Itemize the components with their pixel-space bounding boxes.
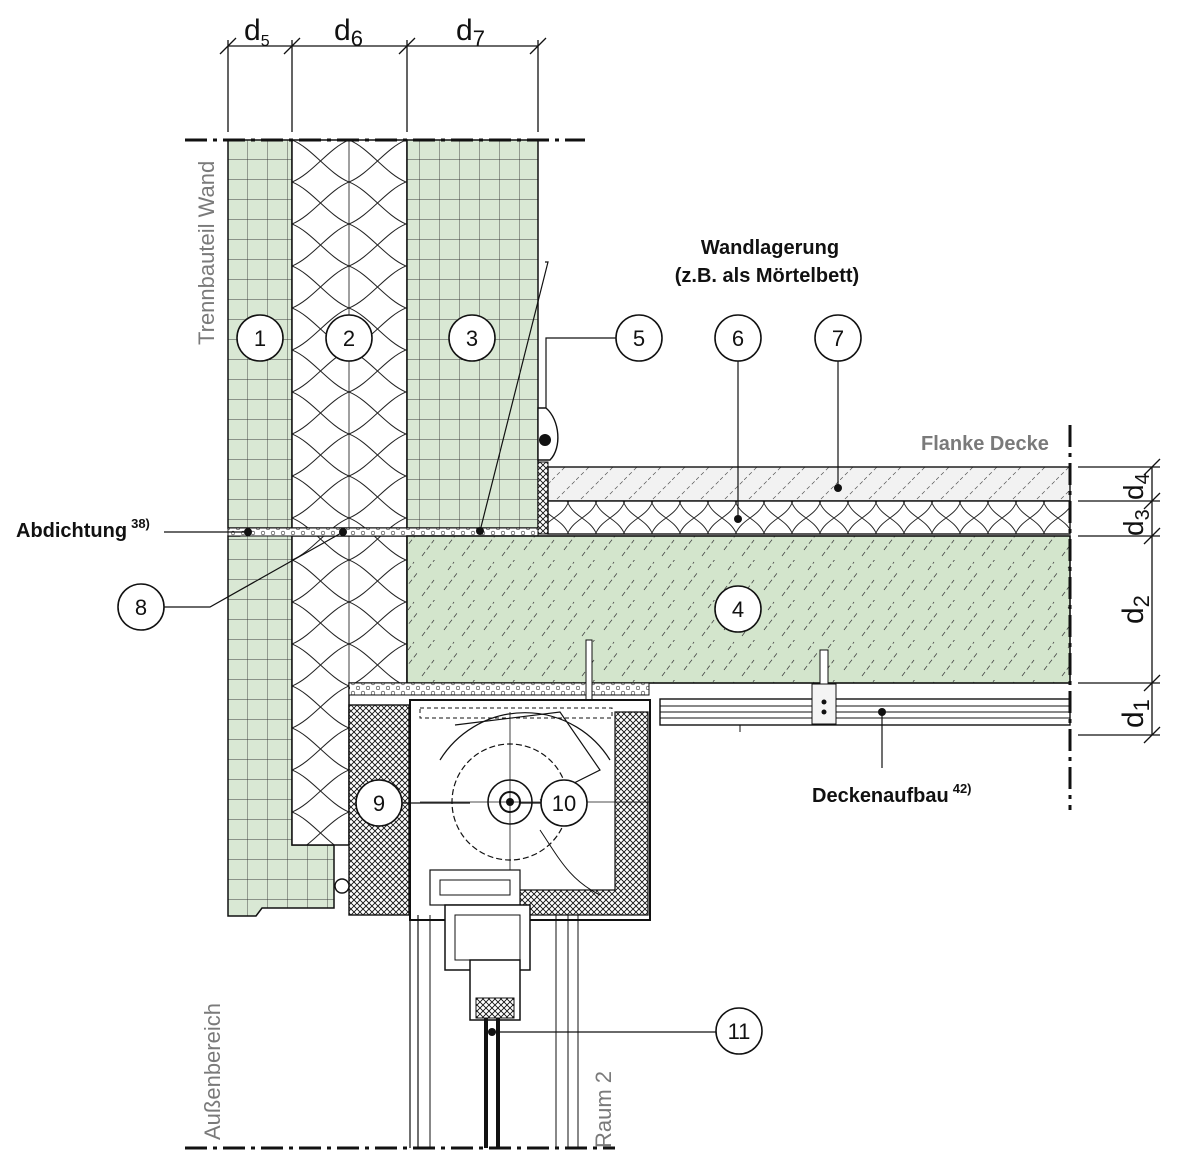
callout-9: 9 bbox=[355, 779, 403, 827]
break-lines bbox=[185, 138, 1072, 1150]
callout-6: 6 bbox=[714, 314, 762, 362]
dim-d1-label: d1 bbox=[1117, 699, 1154, 728]
svg-text:5: 5 bbox=[633, 326, 645, 351]
label-trennbauteil-wand: Trennbauteil Wand bbox=[194, 161, 219, 345]
svg-text:7: 7 bbox=[832, 326, 844, 351]
dimension-right bbox=[1078, 458, 1161, 744]
dim-d2-label: d2 bbox=[1117, 595, 1154, 624]
svg-text:4: 4 bbox=[732, 597, 744, 622]
dim-d6-label: d6 bbox=[334, 14, 363, 51]
svg-text:8: 8 bbox=[135, 595, 147, 620]
svg-text:3: 3 bbox=[466, 326, 478, 351]
sealing-cord bbox=[334, 878, 350, 894]
label-aussenbereich: Außenbereich bbox=[200, 1003, 225, 1140]
callout-8: 8 bbox=[117, 583, 165, 631]
dim-d3-label: d3 bbox=[1118, 509, 1154, 536]
svg-text:10: 10 bbox=[552, 791, 576, 816]
svg-text:2: 2 bbox=[343, 326, 355, 351]
label-wandlagerung-line1: Wandlagerung bbox=[701, 237, 839, 259]
label-flanke-decke: Flanke Decke bbox=[921, 433, 1049, 455]
floor-insulation-6 bbox=[547, 500, 1071, 535]
edge-strip bbox=[537, 461, 549, 535]
slab-underside-insulation bbox=[348, 682, 650, 696]
callout-1: 1 bbox=[236, 314, 284, 362]
dim-d5-label: d5 bbox=[244, 14, 270, 50]
floor-screed-7 bbox=[547, 466, 1071, 502]
label-wandlagerung-line2: (z.B. als Mörtelbett) bbox=[675, 265, 859, 287]
callout-2: 2 bbox=[325, 314, 373, 362]
label-raum-2: Raum 2 bbox=[591, 1071, 616, 1148]
callout-7: 7 bbox=[814, 314, 862, 362]
svg-text:9: 9 bbox=[373, 791, 385, 816]
callout-5: 5 bbox=[615, 314, 663, 362]
svg-text:1: 1 bbox=[254, 326, 266, 351]
suspended-ceiling bbox=[659, 649, 1071, 732]
dim-d4-label: d4 bbox=[1118, 473, 1154, 500]
svg-text:6: 6 bbox=[732, 326, 744, 351]
callout-4: 4 bbox=[714, 585, 762, 633]
window-frame bbox=[409, 904, 579, 1148]
roller-shutter-box bbox=[348, 699, 651, 921]
callout-10: 10 bbox=[540, 779, 588, 827]
callout-11: 11 bbox=[715, 1007, 763, 1055]
joint-sealant-5 bbox=[537, 407, 559, 461]
callout-3: 3 bbox=[448, 314, 496, 362]
leader-dots bbox=[244, 484, 886, 1036]
leader-lines bbox=[162, 261, 883, 1033]
dimension-top bbox=[219, 37, 547, 132]
dim-d7-label: d7 bbox=[456, 14, 485, 51]
svg-text:11: 11 bbox=[728, 1019, 751, 1044]
wall-mortar-bed bbox=[227, 527, 539, 537]
